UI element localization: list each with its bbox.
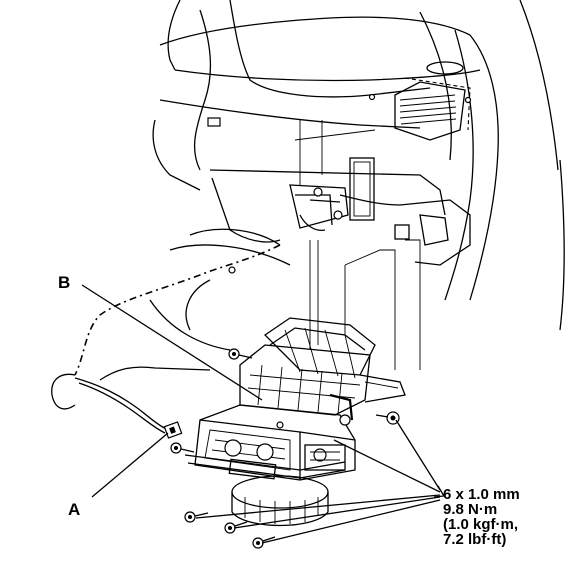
spec-torque-nm: 9.8 N·m	[443, 501, 497, 518]
callout-a-label: A	[68, 500, 80, 519]
spec-leader-2	[333, 439, 441, 493]
fastener-spec: 6 x 1.0 mm 9.8 N·m (1.0 kgf·m, 7.2 lbf·f…	[443, 486, 520, 548]
connector-a	[163, 421, 183, 439]
dash-mount-bracket	[289, 157, 449, 246]
spec-leader-5	[261, 499, 441, 544]
bolt-upper-left	[228, 348, 253, 360]
spec-torque-lbfft: 7.2 lbf·ft)	[443, 531, 506, 548]
dashboard-air-vent	[394, 61, 472, 141]
bolt-left	[170, 442, 195, 454]
alignment-guide-lines	[294, 120, 421, 370]
spec-size: 6 x 1.0 mm	[443, 486, 520, 503]
callout-b-label: B	[58, 273, 70, 292]
bolt-bottom-left	[184, 511, 209, 523]
spec-leader-1	[395, 419, 441, 491]
mounting-bolts	[170, 348, 400, 549]
leader-b	[81, 284, 263, 401]
wire-harness	[51, 244, 281, 434]
blower-unit	[184, 317, 406, 527]
dashboard-outline	[149, 0, 565, 351]
spec-leader-4	[233, 496, 441, 529]
leader-a	[91, 432, 169, 498]
bolt-right	[375, 411, 400, 425]
leader-lines	[81, 284, 446, 544]
spec-torque-kgfm: (1.0 kgf·m,	[443, 516, 518, 533]
spec-leader-3	[195, 494, 441, 519]
